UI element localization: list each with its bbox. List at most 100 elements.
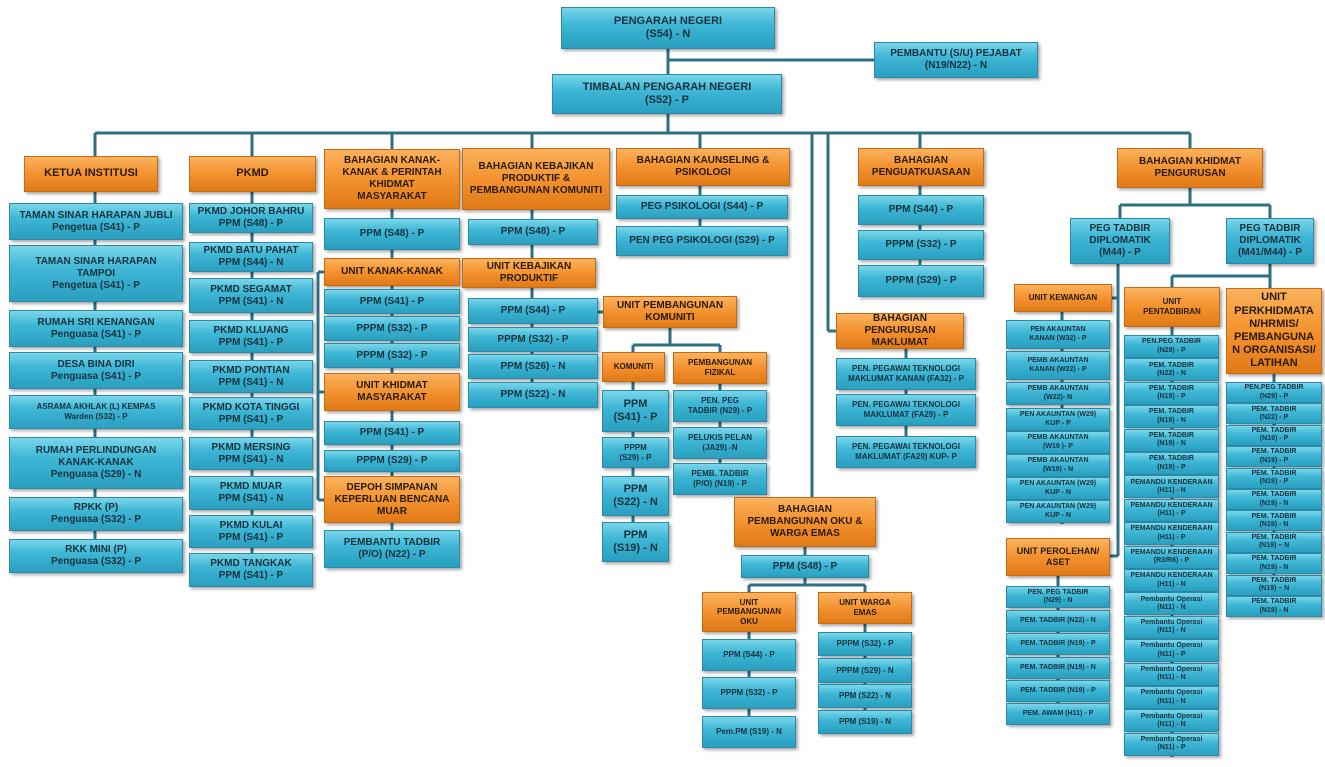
position-box-p2: PKMD BATU PAHAT PPM (S44) - N bbox=[189, 242, 313, 272]
unit-header-unit-oku: UNIT PEMBANGUNAN OKU bbox=[702, 592, 796, 632]
unit-header-pentadbiran: UNIT PENTADBIRAN bbox=[1124, 287, 1220, 327]
unit-header-oku: BAHAGIAN PEMBANGUNAN OKU & WARGA EMAS bbox=[734, 497, 876, 547]
position-box-ph4: PEM. TADBIR (N19) - P bbox=[1226, 446, 1322, 468]
position-box-pt11: PEMANDU KENDERAAN (H11) - N bbox=[1124, 569, 1219, 592]
unit-header-khidmat-pengurusan: BAHAGIAN KHIDMAT PENGURUSAN bbox=[1117, 148, 1263, 188]
unit-header-pkmd: PKMD bbox=[189, 156, 316, 192]
position-box-pt10: PEMANDU KENDERAAN (R3/R6) - P bbox=[1124, 545, 1219, 569]
position-box-pt15: Pembantu Operasi (N11) - N bbox=[1124, 662, 1219, 686]
unit-header-ketua: KETUA INSTITUSI bbox=[24, 156, 158, 192]
position-box-pr1: PEN. PEG TADBIR (N29) - N bbox=[1006, 586, 1110, 608]
position-box-pt18: Pembantu Operasi (N11) - P bbox=[1124, 732, 1219, 756]
position-box-kw6: PEMB AKAUNTAN (W19) - N bbox=[1006, 454, 1110, 477]
position-box-kw1: PEN AKAUNTAN KANAN (W32) - P bbox=[1006, 320, 1110, 349]
unit-header-perolehan: UNIT PEROLEHAN/ ASET bbox=[1006, 538, 1110, 576]
position-box-pt17: Pembantu Operasi (N11) - N bbox=[1124, 709, 1219, 733]
position-box-pg2: PPPM (S32) - P bbox=[858, 230, 984, 260]
position-box-ks1: PEG PSIKOLOGI (S44) - P bbox=[616, 195, 788, 219]
position-box-k5: ASRAMA AKHLAK (L) KEMPAS Warden (S32) - … bbox=[9, 395, 183, 429]
position-box-p1: PKMD JOHOR BAHRU PPM (S48) - P bbox=[189, 203, 313, 233]
position-box-mk3: PEN. PEGAWAI TEKNOLOGI MAKLUMAT (FA29) K… bbox=[836, 436, 976, 468]
position-box-ou3: Pem.PM (S19) - N bbox=[702, 716, 796, 748]
position-box-pt13: Pembantu Operasi (N11) - N bbox=[1124, 615, 1219, 639]
position-box-pt14: Pembantu Operasi (N11) - P bbox=[1124, 639, 1219, 663]
position-box-k6: RUMAH PERLINDUNGAN KANAK-KANAK Penguasa … bbox=[9, 437, 183, 489]
position-box-pr2: PEM. TADBIR (N22) - N bbox=[1006, 610, 1110, 632]
position-box-pr5: PEM. TADBIR (N19) - P bbox=[1006, 680, 1110, 702]
position-box-kw8: PEN AKAUNTAN (W29) KUP - N bbox=[1006, 500, 1110, 523]
position-box-mk1: PEN. PEGAWAI TEKNOLOGI MAKLUMAT KANAN (F… bbox=[836, 358, 976, 390]
position-box-p9: PKMD KULAI PPM (S41) - P bbox=[189, 515, 313, 548]
position-box-timbalan: TIMBALAN PENGARAH NEGERI (S52) - P bbox=[552, 74, 782, 114]
position-box-pt8: PEMANDU KENDERAAN (H11) - P bbox=[1124, 498, 1219, 522]
position-box-ph11: PEM. TADBIR (N19) - N bbox=[1226, 596, 1322, 617]
position-box-kw7: PEN AKAUNTAN (W29) KUP - N bbox=[1006, 477, 1110, 500]
position-box-kb0: PPM (S48) - P bbox=[468, 219, 598, 245]
position-box-ko2: PPPM (S29) - P bbox=[602, 437, 669, 468]
position-box-pt12: Pembantu Operasi (N11) - N bbox=[1124, 592, 1219, 616]
position-box-dp1: PEMBANTU TADBIR (P/O) (N22) - P bbox=[324, 530, 460, 568]
unit-header-unit-khidmat: UNIT KHIDMAT MASYARAKAT bbox=[324, 373, 460, 411]
unit-header-fizikal: PEMBANGUNAN FIZIKAL bbox=[673, 352, 767, 384]
unit-header-unit-kebajikan: UNIT KEBAJIKAN PRODUKTIF bbox=[462, 258, 596, 288]
position-box-k1: TAMAN SINAR HARAPAN JUBLI Pengetua (S41)… bbox=[9, 203, 183, 240]
position-box-pembantu-pejabat: PEMBANTU (S/U) PEJABAT (N19/N22) - N bbox=[874, 42, 1038, 78]
unit-header-maklumat: BAHAGIAN PENGURUSAN MAKLUMAT bbox=[836, 313, 964, 349]
position-box-p10: PKMD TANGKAK PPM (S41) - P bbox=[189, 553, 313, 587]
position-box-pt9: PEMANDU KENDERAAN (H11) - P bbox=[1124, 522, 1219, 546]
position-box-p7: PKMD MERSING PPM (S41) - N bbox=[189, 437, 313, 470]
position-box-kw2: PEMB AKAUNTAN KANAN (W22) - P bbox=[1006, 351, 1110, 380]
position-box-ph10: PEM. TADBIR (N19) – N bbox=[1226, 574, 1322, 596]
unit-header-komuniti: KOMUNITI bbox=[602, 352, 665, 382]
position-box-pt6: PEM. TADBIR (N19) - P bbox=[1124, 452, 1219, 475]
position-box-p5: PKMD PONTIAN PPM (S41) - N bbox=[189, 360, 313, 393]
position-box-ou2: PPPM (S32) - P bbox=[702, 677, 796, 709]
position-box-kb1: PPM (S44) - P bbox=[468, 298, 598, 324]
position-box-ph3: PEM. TADBIR (N19) - P bbox=[1226, 424, 1322, 446]
position-box-ko3: PPM (S22) - N bbox=[602, 476, 669, 516]
position-box-we1: PPPM (S32) - P bbox=[818, 632, 912, 656]
position-box-pr6: PEM. AWAM (H11) - P bbox=[1006, 703, 1110, 725]
position-box-fz2: PELUKIS PELAN (JA29) -N bbox=[673, 427, 767, 459]
position-box-kk3: PPPM (S32) - P bbox=[324, 343, 460, 368]
unit-header-kaunseling: BAHAGIAN KAUNSELING & PSIKOLOGI bbox=[616, 148, 790, 186]
position-box-pt5: PEM. TADBIR (N19) - N bbox=[1124, 428, 1219, 452]
position-box-ph6: PEM. TADBIR (N19) - N bbox=[1226, 489, 1322, 510]
position-box-k4: DESA BINA DIRI Penguasa (S41) - P bbox=[9, 352, 183, 389]
position-box-fz1: PEN. PEG TADBIR (N29) - P bbox=[673, 390, 767, 422]
position-box-kw4: PEN AKAUNTAN (W29) KUP - P bbox=[1006, 408, 1110, 431]
position-box-pr4: PEM. TADBIR (N19) - N bbox=[1006, 657, 1110, 679]
position-box-fz3: PEMB. TADBIR (P/O) (N19) - P bbox=[673, 463, 767, 495]
position-box-kb2: PPPM (S32) - P bbox=[468, 327, 598, 352]
position-box-kk1: PPM (S41) - P bbox=[324, 289, 460, 314]
position-box-kb4: PPM (S22) - N bbox=[468, 382, 598, 408]
position-box-ph1: PEN.PEG TADBIR (N29) - P bbox=[1226, 382, 1322, 403]
position-box-pg1: PPM (S44) - P bbox=[858, 195, 984, 225]
unit-header-penguatkuasaan: BAHAGIAN PENGUATKUASAAN bbox=[858, 148, 984, 186]
position-box-we4: PPM (S19) - N bbox=[818, 710, 912, 734]
unit-header-kewangan: UNIT KEWANGAN bbox=[1014, 284, 1112, 312]
position-box-p8: PKMD MUAR PPM (S41) - N bbox=[189, 476, 313, 510]
position-box-pr3: PEM. TADBIR (N19) - P bbox=[1006, 633, 1110, 655]
position-box-ph8: PEM. TADBIR (N19) – N bbox=[1226, 531, 1322, 553]
position-box-kk2: PPPM (S32) - P bbox=[324, 316, 460, 341]
position-box-kw3: PEMB AKAUNTAN (W22)- N bbox=[1006, 382, 1110, 405]
position-box-p3: PKMD SEGAMAT PPM (S41) - N bbox=[189, 278, 313, 313]
position-box-p6: PKMD KOTA TINGGI PPM (S41) - P bbox=[189, 397, 313, 430]
position-box-km1: PPM (S41) - P bbox=[324, 421, 460, 445]
position-box-ph5: PEM. TADBIR (N19) - P bbox=[1226, 467, 1322, 489]
position-box-kb3: PPM (S26) - N bbox=[468, 354, 598, 379]
unit-header-kanak: BAHAGIAN KANAK- KANAK & PERINTAH KHIDMAT… bbox=[324, 149, 460, 209]
unit-header-kebajikan: BAHAGIAN KEBAJIKAN PRODUKTIF & PEMBANGUN… bbox=[462, 148, 610, 210]
position-box-pt3: PEM. TADBIR (N19) - P bbox=[1124, 381, 1219, 405]
position-box-k8: RKK MINI (P) Penguasa (S32) - P bbox=[9, 539, 183, 573]
position-box-pg3: PPPM (S29) - P bbox=[858, 265, 984, 297]
position-box-ou1: PPM (S44) - P bbox=[702, 639, 796, 671]
position-box-pt2: PEM. TADBIR (N22) - N bbox=[1124, 358, 1219, 382]
unit-header-unit-emas: UNIT WARGA EMAS bbox=[818, 592, 912, 624]
position-box-ko1: PPM (S41) - P bbox=[602, 390, 669, 432]
position-box-k3: RUMAH SRI KENANGAN Penguasa (S41) - P bbox=[9, 310, 183, 347]
position-box-k2: TAMAN SINAR HARAPAN TAMPOI Pengetua (S41… bbox=[9, 245, 183, 302]
position-box-diplo2: PEG TADBIR DIPLOMATIK (M41/M44) - P bbox=[1226, 218, 1314, 264]
